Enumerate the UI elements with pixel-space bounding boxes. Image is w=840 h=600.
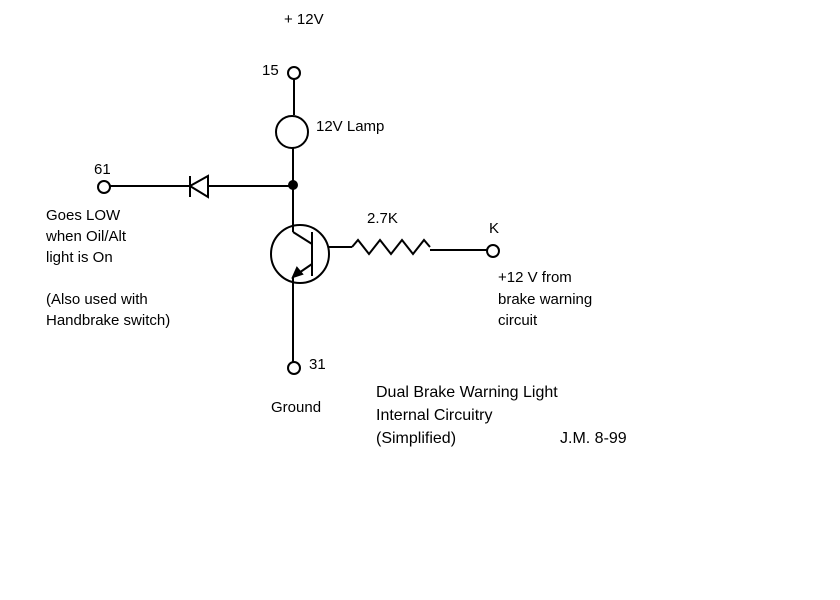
terminal-61-pad <box>97 180 111 194</box>
note-K-line1: +12 V from <box>498 269 572 286</box>
terminal-61-label: 61 <box>94 161 111 178</box>
note-61-extra-line1: (Also used with <box>46 291 148 308</box>
terminal-15-label: 15 <box>262 62 279 79</box>
note-61-line3: light is On <box>46 249 113 266</box>
supply-label: + 12V <box>284 11 324 28</box>
ground-label: Ground <box>271 399 322 416</box>
terminal-31-pad <box>287 361 301 375</box>
transistor-emitter-arrow <box>291 266 304 279</box>
resistor-symbol <box>351 238 431 256</box>
terminal-31-label: 31 <box>309 356 326 373</box>
title-line3: (Simplified) <box>376 430 457 447</box>
title-line2: Internal Circuitry <box>376 407 493 424</box>
title-line1: Dual Brake Warning Light <box>376 384 558 401</box>
lamp-symbol <box>275 115 309 149</box>
lamp-label: 12V Lamp <box>316 118 385 135</box>
diode-triangle <box>188 174 209 199</box>
note-61-extra-line2: Handbrake switch) <box>46 312 171 329</box>
note-61-line1: Goes LOW <box>46 207 121 224</box>
terminal-K-pad <box>486 244 500 258</box>
transistor-symbol <box>270 224 330 284</box>
note-K-line3: circuit <box>498 312 538 329</box>
author-date: J.M. 8-99 <box>560 430 627 447</box>
resistor-label: 2.7K <box>367 210 398 227</box>
note-K-line2: brake warning <box>498 291 593 308</box>
terminal-K-label: K <box>489 220 500 237</box>
terminal-15-pad <box>287 66 301 80</box>
note-61-line2: when Oil/Alt <box>46 228 127 245</box>
transistor-collector <box>292 231 313 245</box>
